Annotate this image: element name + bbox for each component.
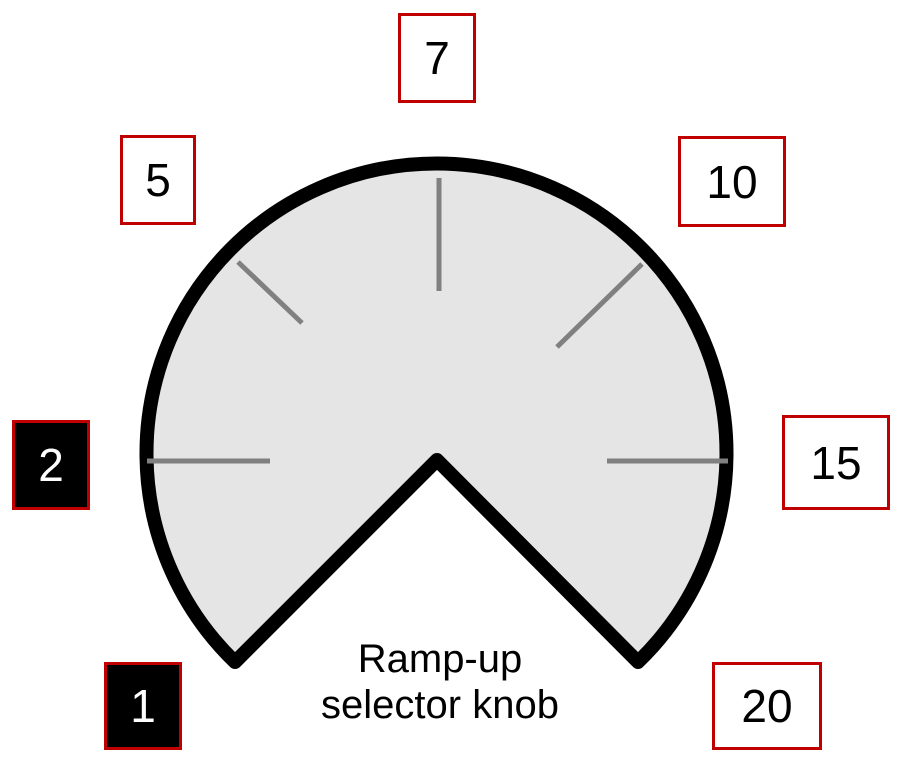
position-5-box[interactable]: 5 [120,135,196,225]
position-7-label: 7 [424,32,450,84]
position-10-box[interactable]: 10 [678,136,786,227]
position-1-box[interactable]: 1 [104,662,182,750]
tick-mark-10 [555,262,644,349]
position-15-label: 15 [810,436,862,489]
position-2-box[interactable]: 2 [12,420,90,510]
tick-mark-5 [236,260,304,325]
position-2-label: 2 [38,439,64,491]
position-7-box[interactable]: 7 [398,13,476,103]
position-10-label: 10 [706,155,758,208]
position-1-label: 1 [130,680,156,732]
caption-line-2: selector knob [321,683,559,727]
position-20-box[interactable]: 20 [712,662,822,750]
knob-caption: Ramp-up selector knob [270,636,610,728]
knob-body[interactable] [139,156,734,669]
position-20-label: 20 [741,680,793,732]
position-15-box[interactable]: 15 [782,415,890,510]
caption-line-1: Ramp-up [357,637,523,681]
position-5-label: 5 [145,154,171,206]
